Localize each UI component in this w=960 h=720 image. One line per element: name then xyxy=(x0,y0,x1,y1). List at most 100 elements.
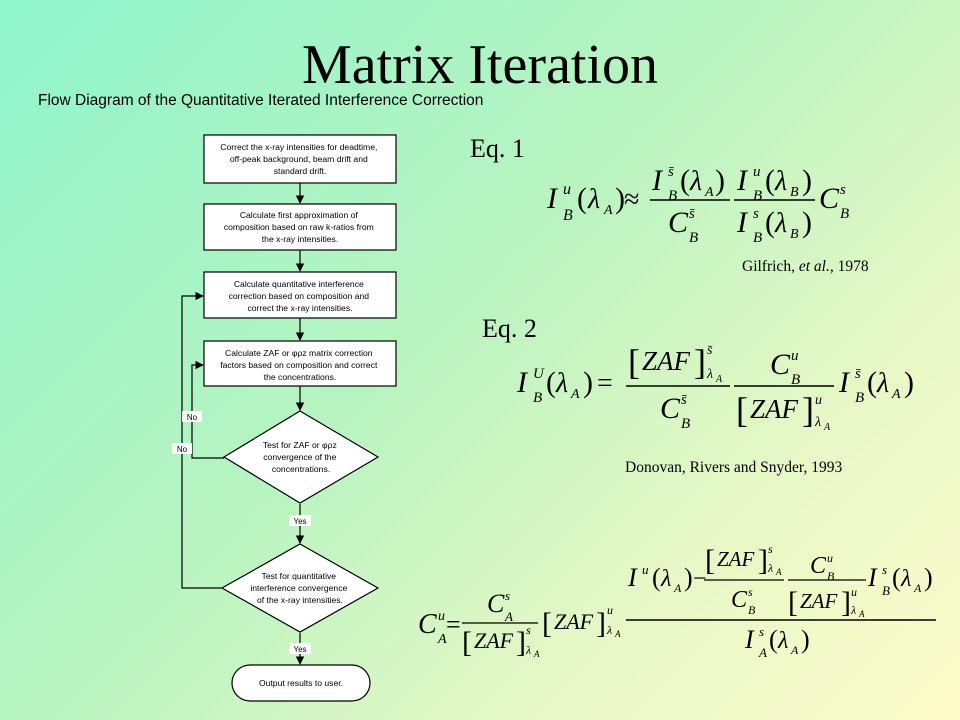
svg-text:s: s xyxy=(840,182,846,198)
svg-text:C: C xyxy=(819,182,840,215)
svg-text:ZAF: ZAF xyxy=(554,609,594,634)
svg-text:A: A xyxy=(775,567,782,577)
svg-text:A: A xyxy=(715,374,723,385)
slide-title: Matrix Iteration xyxy=(301,34,659,96)
svg-text:u: u xyxy=(851,585,857,599)
svg-text:A: A xyxy=(823,422,831,433)
svg-text:(: ( xyxy=(765,206,775,239)
svg-text:C: C xyxy=(668,206,689,239)
svg-text:(: ( xyxy=(546,366,556,399)
svg-text:B: B xyxy=(855,390,864,406)
svg-text:A: A xyxy=(790,643,799,657)
svg-text:s̄: s̄ xyxy=(707,343,713,358)
svg-text:]: ] xyxy=(694,342,706,382)
equation-1: I u B ( λ A ) ≈ I s̄ B ( λ A ) C s̄ B xyxy=(546,164,849,246)
svg-text:): ) xyxy=(802,206,812,239)
svg-text:u: u xyxy=(438,609,445,624)
decision-1-text: Test for ZAF or φρz convergence of the c… xyxy=(263,440,339,474)
svg-text:u: u xyxy=(642,562,649,577)
svg-text:λ: λ xyxy=(850,603,856,617)
svg-text:B: B xyxy=(753,188,762,204)
svg-text:B: B xyxy=(882,583,890,598)
step-4-text: Calculate ZAF or φρz matrix correction f… xyxy=(220,348,380,382)
svg-text:s: s xyxy=(748,585,753,599)
svg-text:]: ] xyxy=(758,544,768,577)
svg-text:s: s xyxy=(753,206,759,222)
svg-text:B: B xyxy=(791,372,800,388)
svg-text:λ: λ xyxy=(767,561,773,575)
no-label-1: No xyxy=(187,413,198,422)
svg-text:B: B xyxy=(790,185,799,200)
svg-text:λ: λ xyxy=(587,184,600,215)
terminal-text: Output results to user. xyxy=(259,678,343,688)
svg-text:B: B xyxy=(748,603,756,617)
svg-text:[: [ xyxy=(736,390,748,430)
svg-text:(: ( xyxy=(769,625,778,654)
svg-text:B: B xyxy=(753,230,762,246)
no-label-2: No xyxy=(177,445,188,454)
svg-text:(: ( xyxy=(652,563,661,592)
svg-text:]: ] xyxy=(516,626,526,659)
equation-3: C u A = C s A [ ZAF ] s λ A [ ZAF ] u xyxy=(418,542,936,660)
yes-label-2: Yes xyxy=(293,645,306,654)
step-box-3 xyxy=(203,271,397,319)
decision-2-text: Test for quantitative interference conve… xyxy=(250,571,349,605)
svg-text:I: I xyxy=(516,366,529,399)
svg-text:λ: λ xyxy=(606,623,612,637)
svg-text:C: C xyxy=(810,553,827,579)
svg-text:A: A xyxy=(504,609,513,624)
svg-text:λ: λ xyxy=(774,208,787,239)
svg-text:A: A xyxy=(891,387,901,402)
svg-text:(: ( xyxy=(867,366,877,399)
svg-text:≈: ≈ xyxy=(624,184,639,215)
eq1-label: Eq. 1 xyxy=(470,134,525,163)
svg-text:A: A xyxy=(673,581,682,595)
step-1-text: Correct the x-ray intensities for deadti… xyxy=(220,142,380,176)
svg-text:λ: λ xyxy=(774,166,787,197)
svg-text:λ: λ xyxy=(777,628,788,654)
svg-text:C: C xyxy=(770,348,791,381)
svg-text:s̄: s̄ xyxy=(668,164,674,180)
svg-text:u: u xyxy=(753,164,761,180)
svg-text:u: u xyxy=(827,551,833,565)
svg-text:A: A xyxy=(533,649,540,659)
svg-text:]: ] xyxy=(802,390,814,430)
svg-text:B: B xyxy=(840,206,849,222)
svg-text:B: B xyxy=(681,416,690,432)
svg-text:u: u xyxy=(815,393,822,408)
svg-text:): ) xyxy=(802,164,812,197)
svg-text:s: s xyxy=(526,623,531,637)
svg-text:(: ( xyxy=(577,182,587,215)
svg-text:(: ( xyxy=(765,164,775,197)
step-2-text: Calculate first approximation of composi… xyxy=(224,210,376,244)
step-box-1 xyxy=(203,134,397,184)
svg-text:C: C xyxy=(487,589,505,618)
svg-text:B: B xyxy=(533,390,542,406)
svg-text:B: B xyxy=(790,227,799,242)
step-box-4 xyxy=(203,340,397,387)
flow-diagram-heading: Flow Diagram of the Quantitative Iterate… xyxy=(38,92,484,109)
yes-label-1: Yes xyxy=(293,517,306,526)
svg-text:I: I xyxy=(838,366,851,399)
svg-text:A: A xyxy=(758,645,767,660)
svg-text:I: I xyxy=(736,164,749,197)
svg-text:B: B xyxy=(668,188,677,204)
svg-text:=: = xyxy=(597,368,613,399)
svg-text:[: [ xyxy=(462,626,472,659)
svg-text:A: A xyxy=(913,581,922,595)
svg-text:ZAF: ZAF xyxy=(642,346,691,376)
svg-text:C: C xyxy=(418,609,437,640)
svg-text:s: s xyxy=(882,562,887,577)
svg-text:ZAF: ZAF xyxy=(474,628,514,653)
svg-text:): ) xyxy=(924,563,933,592)
svg-text:]: ] xyxy=(596,607,606,640)
svg-text:s̄: s̄ xyxy=(855,366,861,382)
svg-text:ZAF: ZAF xyxy=(800,589,838,613)
decision-diamond-1 xyxy=(222,410,380,504)
svg-text:I: I xyxy=(546,182,559,215)
svg-text:[: [ xyxy=(542,607,552,640)
svg-text:A: A xyxy=(614,629,621,639)
svg-text:λ: λ xyxy=(525,643,531,657)
